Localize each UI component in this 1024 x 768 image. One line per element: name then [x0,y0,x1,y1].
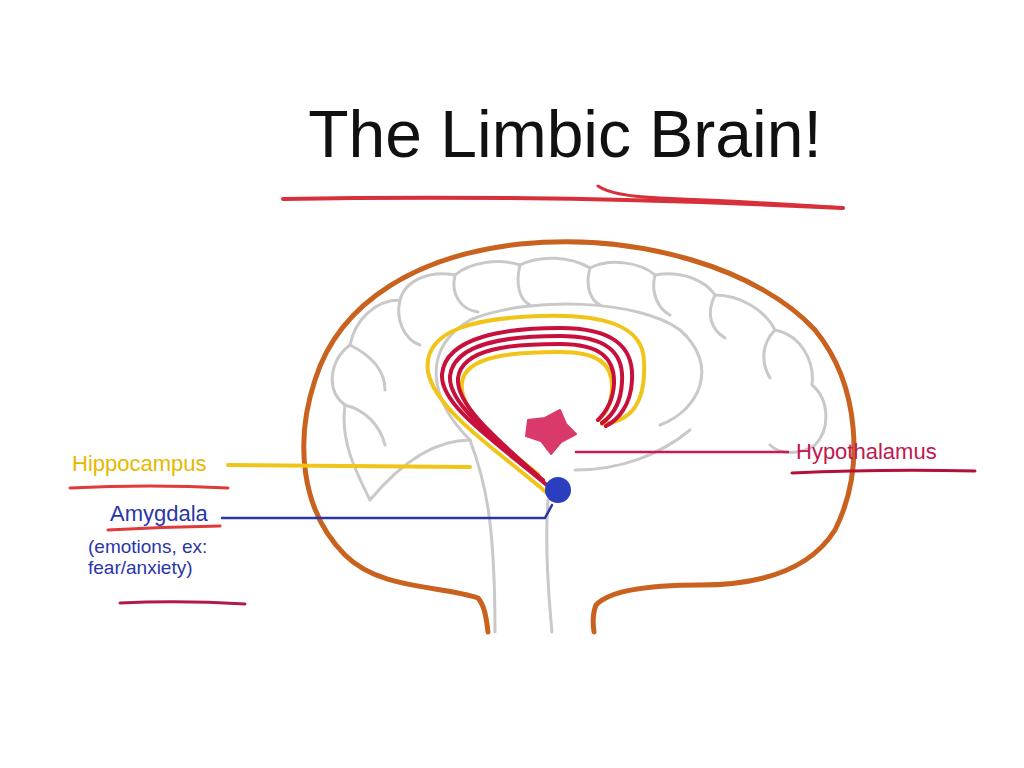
leader-line [222,505,552,518]
cortex-folds [332,258,826,632]
fornix-lines [442,328,632,486]
brain-outline [304,242,854,632]
leader-line [576,451,788,454]
label-underline [120,602,245,604]
label-underline [70,486,228,488]
amygdala-shape [545,477,571,503]
note-text: (emotions, ex: fear/anxiety) [88,537,238,579]
diagram-title: The Limbic Brain! [255,98,875,171]
title-underline [598,186,843,208]
structure-label: Hippocampus [72,452,222,476]
label-underline [108,526,220,530]
structure-label: Amygdala [110,502,220,526]
structure-label: Hypothalamus [796,440,996,464]
hypothalamus-shape [526,410,576,454]
label-underline [792,470,975,473]
leader-line [228,465,470,467]
